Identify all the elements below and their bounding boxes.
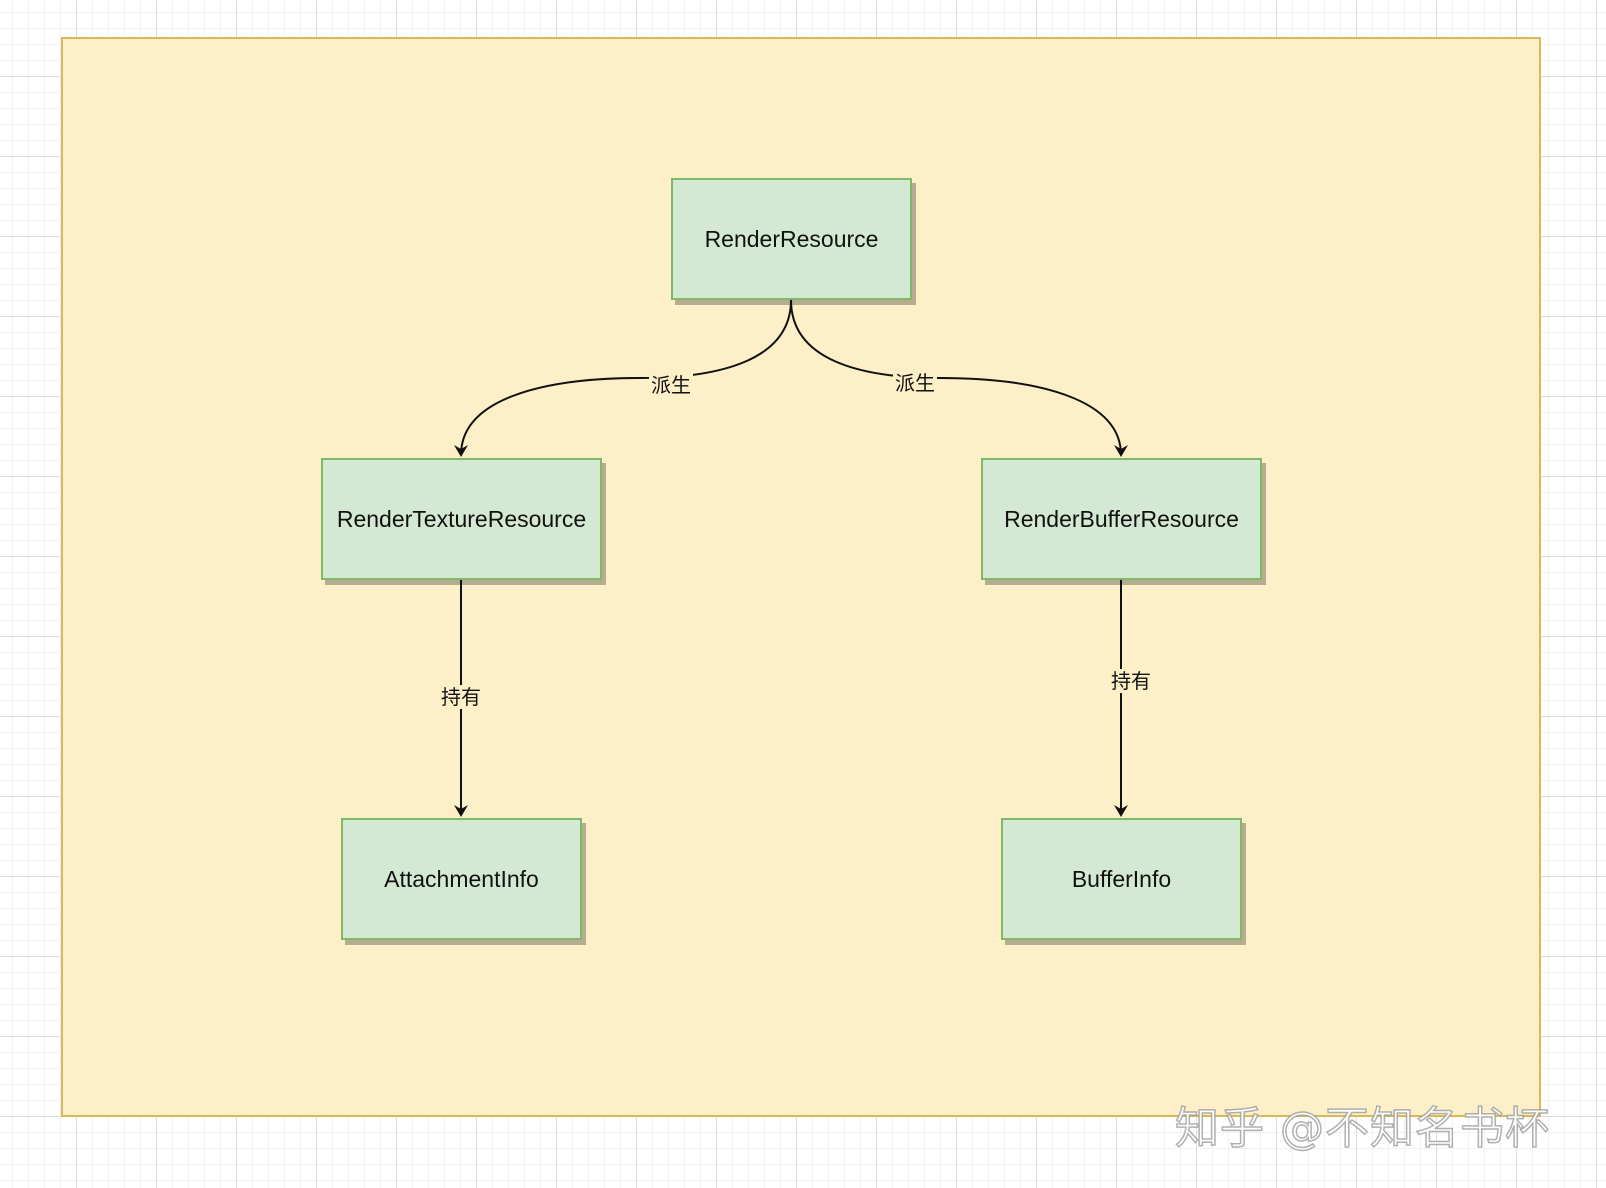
node-render-buffer-resource[interactable]: RenderBufferResource <box>981 458 1262 580</box>
edge-label-derive-right: 派生 <box>893 371 937 395</box>
edge-derive-right <box>790 299 1128 457</box>
node-render-buffer-resource-label: RenderBufferResource <box>1004 505 1239 532</box>
node-buffer-info[interactable]: BufferInfo <box>1001 818 1242 940</box>
node-render-texture-resource[interactable]: RenderTextureResource <box>321 458 602 580</box>
node-render-texture-resource-label: RenderTextureResource <box>336 505 587 532</box>
edge-label-hold-right: 持有 <box>1109 669 1153 693</box>
edge-derive-left <box>454 299 792 457</box>
edge-label-hold-left: 持有 <box>439 685 483 709</box>
edge-label-derive-left: 派生 <box>649 373 693 397</box>
node-attachment-info-label: AttachmentInfo <box>384 865 539 892</box>
watermark-text: 知乎 @不知名书杯 <box>1174 1102 1550 1155</box>
node-render-resource-label: RenderResource <box>704 225 879 252</box>
node-buffer-info-label: BufferInfo <box>1071 865 1172 892</box>
node-attachment-info[interactable]: AttachmentInfo <box>341 818 582 940</box>
node-render-resource[interactable]: RenderResource <box>671 178 912 300</box>
